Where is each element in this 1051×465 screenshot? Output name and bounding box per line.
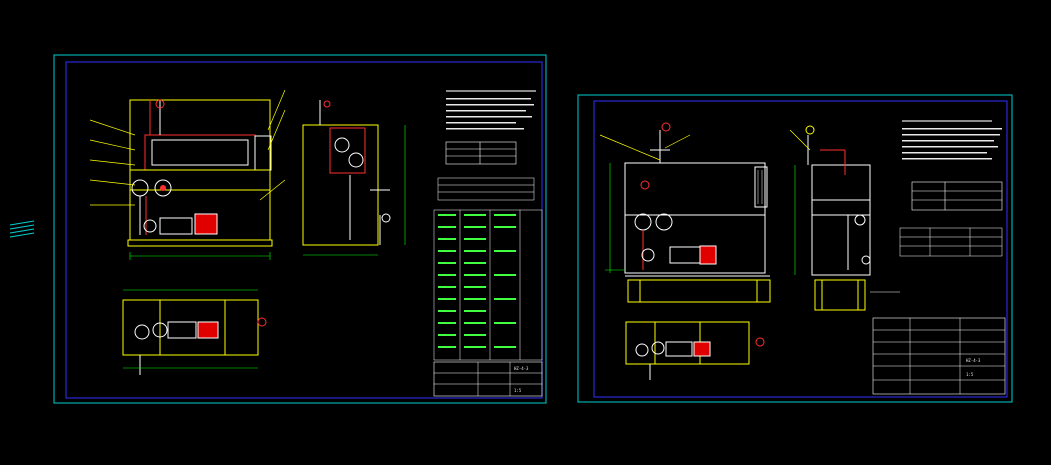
sheet-1-drawing-no: HZ-4-3 [514, 366, 529, 371]
sheet-2-plan-view [625, 321, 765, 380]
sheet-1-side-elevation [302, 100, 406, 256]
sheet-2-plan-motor [693, 341, 711, 357]
sheet-2-side-elevation [789, 125, 900, 311]
sheet-1-title-block: HZ-4-3 1:5 [433, 361, 543, 397]
sheet-1-plan-motor [197, 321, 219, 339]
sheet-1-outer-frame [53, 54, 547, 404]
sheet-2-notes-block [902, 120, 1002, 160]
sheet-1-parts-list [433, 177, 543, 361]
sheet-1: HZ-4-3 1:5 [53, 54, 547, 404]
sheet-2-motor [699, 245, 717, 265]
sheet-2-inner-frame [593, 100, 1008, 398]
sheet-1-front-elevation [89, 89, 286, 260]
sheet-2-scale: 1:5 [966, 372, 974, 377]
sheet-1-parts-list-rows [438, 214, 516, 348]
sheet-1-notes-block [446, 90, 536, 130]
sheet-2-drawing-no: HZ-4-3 [966, 358, 981, 363]
sheet-1-scale: 1:5 [514, 388, 522, 393]
stray-entity [9, 220, 35, 238]
sheet-2-spec-table [911, 181, 1003, 211]
sheet-2: HZ-4-3 1:5 [577, 94, 1013, 403]
sheet-2-front-elevation [599, 122, 771, 303]
sheet-1-motor [194, 213, 218, 235]
sheet-2-parts-list [899, 227, 1003, 257]
sheet-1-spec-table [445, 141, 517, 165]
sheet-1-plan-view [122, 289, 267, 375]
sheet-2-outer-frame [577, 94, 1013, 403]
sheet-2-title-block: HZ-4-3 1:5 [872, 317, 1006, 395]
